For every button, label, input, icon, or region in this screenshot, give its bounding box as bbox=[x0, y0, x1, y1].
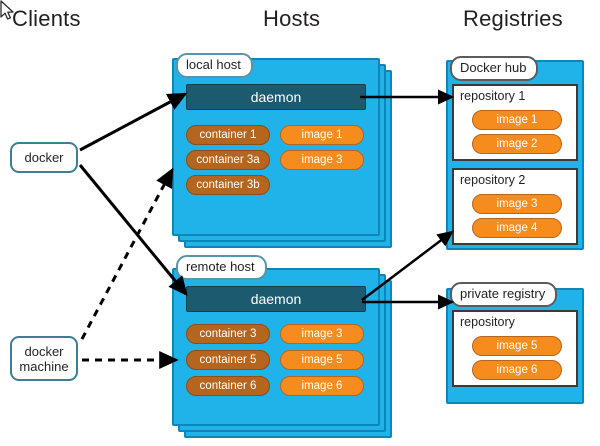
remote-container-5-label: container 5 bbox=[199, 354, 257, 366]
remote-image-3-label: image 3 bbox=[301, 328, 343, 340]
remote-container-3-label: container 3 bbox=[199, 328, 257, 340]
column-title-registries: Registries bbox=[463, 6, 563, 31]
hub-repo2-image-4[interactable]: image 4 bbox=[472, 218, 562, 238]
hub-repo2-image-3[interactable]: image 3 bbox=[472, 194, 562, 214]
remote-container-6[interactable]: container 6 bbox=[186, 376, 270, 396]
docker-hub-repository-2-title: repository 2 bbox=[460, 173, 526, 187]
local-host-daemon-label: daemon bbox=[250, 89, 302, 105]
private-repo-image-6[interactable]: image 6 bbox=[472, 360, 562, 380]
remote-container-3[interactable]: container 3 bbox=[186, 324, 270, 344]
local-host-label: local host bbox=[176, 53, 253, 78]
hub-repo1-image-1[interactable]: image 1 bbox=[472, 110, 562, 130]
remote-image-3[interactable]: image 3 bbox=[280, 324, 364, 344]
local-container-1[interactable]: container 1 bbox=[186, 125, 270, 145]
local-image-3-label: image 3 bbox=[301, 154, 343, 166]
client-docker[interactable]: docker bbox=[10, 142, 78, 173]
remote-host-daemon-label: daemon bbox=[250, 291, 302, 307]
docker-hub-label: Docker hub bbox=[450, 56, 539, 81]
hub-repo1-image-2[interactable]: image 2 bbox=[472, 134, 562, 154]
hub-repo2-image-3-label: image 3 bbox=[496, 198, 538, 210]
hub-repo1-image-2-label: image 2 bbox=[496, 138, 538, 150]
client-docker-machine[interactable]: docker machine bbox=[10, 336, 78, 381]
column-title-clients: Clients bbox=[12, 6, 81, 31]
local-image-3[interactable]: image 3 bbox=[280, 150, 364, 170]
local-image-1-label: image 1 bbox=[301, 129, 343, 141]
remote-image-6[interactable]: image 6 bbox=[280, 376, 364, 396]
local-host-stack: daemon container 1 container 3a containe… bbox=[172, 58, 392, 248]
private-repo-image-6-label: image 6 bbox=[496, 364, 538, 376]
remote-image-5[interactable]: image 5 bbox=[280, 350, 364, 370]
local-container-3b-label: container 3b bbox=[196, 179, 260, 191]
arrow-docker-to-remote-daemon bbox=[78, 164, 188, 297]
local-host-daemon[interactable]: daemon bbox=[186, 84, 366, 110]
private-registry-repository-title: repository bbox=[460, 315, 515, 329]
mouse-cursor-icon bbox=[0, 0, 14, 20]
arrow-docker-machine-to-local-host bbox=[80, 167, 174, 340]
docker-hub-repository-1[interactable]: repository 1 image 1 image 2 bbox=[452, 84, 578, 161]
docker-hub-repository-1-title: repository 1 bbox=[460, 89, 526, 103]
docker-hub-repository-2[interactable]: repository 2 image 3 image 4 bbox=[452, 168, 578, 245]
remote-host-stack: daemon container 3 container 5 container… bbox=[172, 268, 392, 443]
private-repo-image-5-label: image 5 bbox=[496, 340, 538, 352]
hub-repo2-image-4-label: image 4 bbox=[496, 222, 538, 234]
arrow-docker-to-local-daemon bbox=[79, 92, 188, 152]
client-docker-machine-label: docker machine bbox=[19, 343, 69, 374]
client-docker-label: docker bbox=[24, 150, 64, 165]
column-title-hosts: Hosts bbox=[263, 6, 321, 31]
remote-host-daemon[interactable]: daemon bbox=[186, 286, 366, 312]
remote-host-label: remote host bbox=[176, 255, 267, 280]
remote-container-6-label: container 6 bbox=[199, 380, 257, 392]
local-container-3a[interactable]: container 3a bbox=[186, 150, 270, 170]
local-image-1[interactable]: image 1 bbox=[280, 125, 364, 145]
private-registry-label: private registry bbox=[450, 282, 558, 307]
local-container-1-label: container 1 bbox=[199, 129, 257, 141]
local-container-3a-label: container 3a bbox=[196, 154, 260, 166]
remote-image-5-label: image 5 bbox=[301, 354, 343, 366]
remote-container-5[interactable]: container 5 bbox=[186, 350, 270, 370]
private-registry-repository[interactable]: repository image 5 image 6 bbox=[452, 310, 578, 387]
hub-repo1-image-1-label: image 1 bbox=[496, 114, 538, 126]
private-repo-image-5[interactable]: image 5 bbox=[472, 336, 562, 356]
local-container-3b[interactable]: container 3b bbox=[186, 175, 270, 195]
remote-image-6-label: image 6 bbox=[301, 380, 343, 392]
